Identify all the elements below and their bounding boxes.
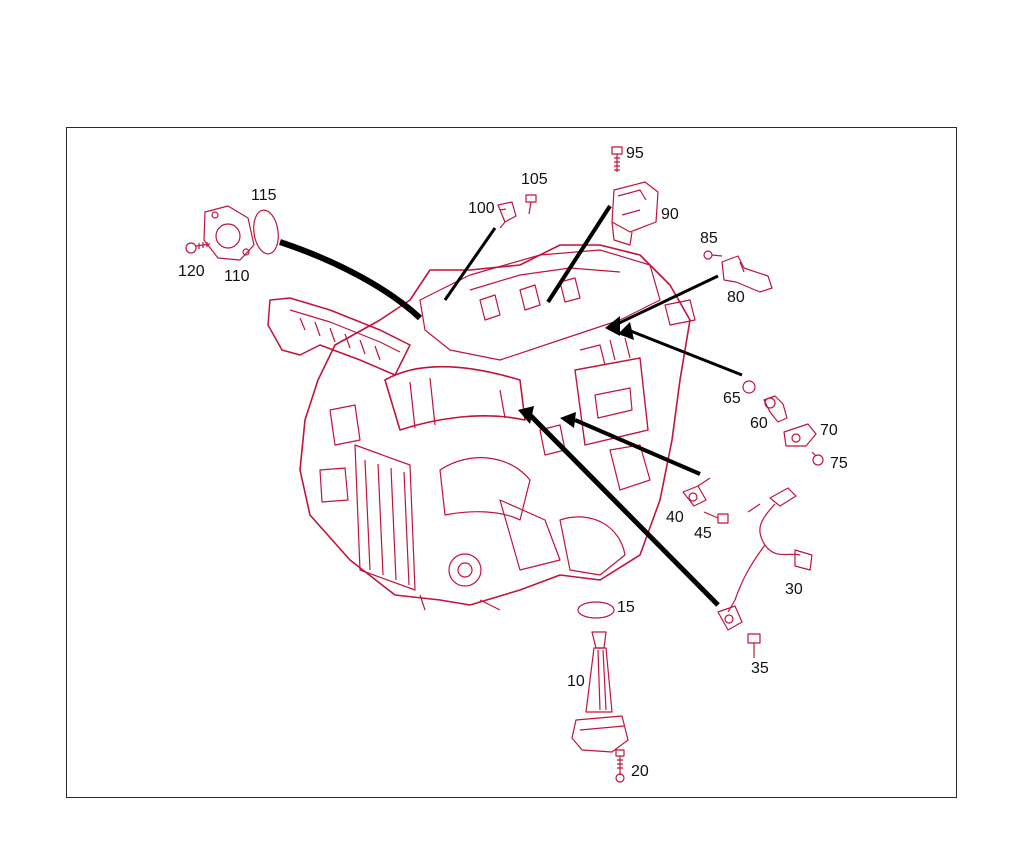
callout-60: 60 [750,415,768,432]
part-85-bolt [703,250,723,260]
callout-65: 65 [723,390,741,407]
callout-115: 115 [251,187,277,204]
callout-35: 35 [751,660,769,677]
callout-45: 45 [694,525,712,542]
pointer-40 [574,418,701,476]
part-80-bracket [721,255,773,293]
callout-75: 75 [830,455,848,472]
callout-110: 110 [224,268,250,285]
part-60-sensor [763,395,788,423]
callout-90: 90 [661,206,679,223]
part-90-module [611,181,659,246]
callout-70: 70 [820,422,838,439]
pointer-30 [528,413,720,607]
callout-100: 100 [468,200,495,217]
part-75-bolt [811,451,824,466]
part-35-bolt [747,633,761,658]
pointer-80 [614,274,719,327]
part-65-seal [742,380,756,394]
pointer-100 [443,227,497,301]
part-30-harness [717,487,813,631]
callout-30: 30 [785,581,803,598]
callout-105: 105 [521,171,548,188]
callout-15: 15 [617,599,635,616]
callout-120: 120 [178,263,205,280]
callout-85: 85 [700,230,718,247]
part-15-o-ring [577,601,615,619]
part-100-sensor [497,201,517,229]
diagram-frame [66,127,957,798]
part-40-sensor [682,477,711,507]
callout-80: 80 [727,289,745,306]
part-105-screw [525,194,537,215]
part-graphics [185,146,824,783]
pointer-115 [279,239,423,321]
part-115-o-ring [253,209,279,255]
callout-10: 10 [567,673,585,690]
part-45-bolt [703,511,729,524]
part-10-housing [571,631,629,753]
pointer-90 [546,204,612,304]
part-95-bolt [611,146,623,172]
part-70-gasket [783,423,817,447]
part-120-bolt [185,242,211,254]
pointer-arrowheads [518,316,634,428]
pointer-65 [627,328,743,377]
callout-40: 40 [666,509,684,526]
engine-assembly [267,244,696,611]
callout-95: 95 [626,145,644,162]
part-110-flange [203,205,255,261]
callout-20: 20 [631,763,649,780]
part-20-bolt [615,749,625,783]
pointer-lines [279,204,743,607]
